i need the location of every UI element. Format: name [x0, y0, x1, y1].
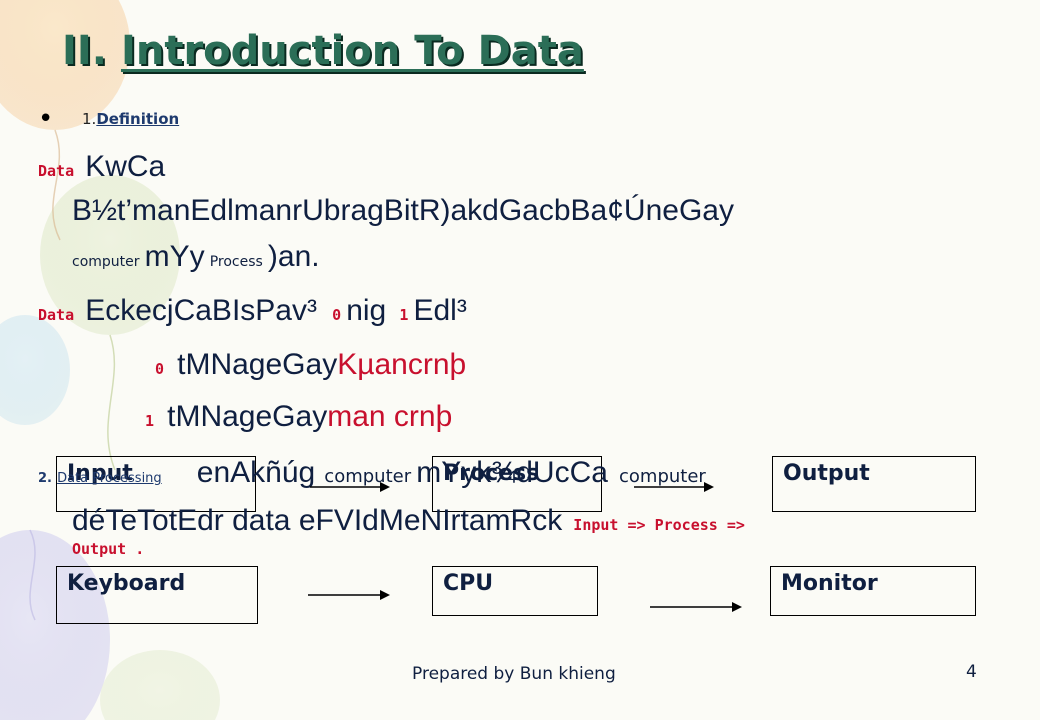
binary-text-a: EckecjCaBIsPav³	[85, 294, 317, 327]
input-label: Input	[67, 461, 133, 486]
data-processing-line2: déTeTotEdr data eFVIdMeNIrtamRck Input =…	[72, 504, 745, 538]
zero-text-b: Kµancrnþ	[337, 348, 467, 381]
arrow-input-to-process-icon	[310, 482, 390, 492]
zero-text-a: tMNageGay	[177, 348, 338, 381]
processing-computer-2: computer	[619, 466, 706, 487]
data-binary-line: Data EckecjCaBIsPav³ 0 nig 1 Edl³	[38, 294, 467, 328]
definition-text-2: B½t’manEdlmanrUbragBitR)akdGacbBa¢ÚneGay	[72, 194, 734, 227]
definition-heading: 1.Definition	[82, 110, 179, 128]
data-label-2: Data	[38, 306, 75, 324]
processing-output-text: Output .	[72, 540, 145, 558]
definition-text-3: mYy	[144, 240, 205, 273]
definition-text-4: )an.	[267, 240, 320, 273]
process-box: Process	[432, 456, 602, 512]
processing-link[interactable]: Data Processing	[57, 471, 162, 486]
monitor-box: Monitor	[770, 566, 976, 616]
definition-number: 1.	[82, 110, 97, 128]
title-text: Introduction To Data	[120, 28, 584, 74]
bullet-dot: •	[38, 104, 54, 134]
output-label: Output	[783, 461, 870, 486]
output-box: Output	[772, 456, 976, 512]
processing-flow-text: Input => Process =>	[573, 516, 745, 534]
keyboard-box: Keyboard	[56, 566, 258, 624]
cpu-label: CPU	[443, 571, 494, 596]
process-term: Process	[209, 254, 263, 270]
definition-text-1: KwCa	[85, 150, 166, 183]
page-number: 4	[966, 662, 977, 682]
binary-text-c: Edl³	[413, 294, 467, 327]
footer-text: Prepared by Bun khieng	[412, 664, 616, 684]
process-label: Process	[443, 461, 540, 486]
zero-label: 0	[155, 360, 165, 378]
processing-computer-1: computer	[324, 466, 412, 487]
one-label: 1	[145, 412, 155, 430]
binary-one: 1	[399, 306, 409, 324]
arrow-cpu-to-monitor-icon	[650, 602, 742, 612]
data-definition-line3: computer mYy Process )an.	[72, 240, 320, 274]
keyboard-label: Keyboard	[67, 571, 186, 596]
input-box: Input	[56, 456, 256, 512]
processing-text-c: mYyk¾dUcCa	[416, 456, 608, 489]
definition-link[interactable]: Definition	[96, 110, 180, 128]
data-definition-line1: Data KwCa	[38, 150, 165, 184]
monitor-label: Monitor	[781, 571, 878, 596]
processing-number: 2.	[38, 471, 52, 486]
data-label: Data	[38, 162, 75, 180]
cpu-box: CPU	[432, 566, 598, 616]
one-text-a: tMNageGay	[167, 400, 328, 433]
processing-text-a: enAkñúg	[196, 456, 316, 489]
data-processing-line1: 2. Data Processing enAkñúg computer mYyk…	[38, 456, 706, 490]
arrow-process-to-output-icon	[634, 482, 714, 492]
one-text-b: man crnþ	[327, 400, 453, 433]
processing-text-2a: déTeTotEdr data eFVIdMeNIrtamRck	[72, 504, 563, 537]
binary-text-b: nig	[346, 294, 387, 327]
zero-meaning-line: 0 tMNageGayKµancrnþ	[155, 348, 466, 382]
arrow-keyboard-to-cpu-icon	[308, 590, 390, 600]
computer-term: computer	[72, 254, 140, 270]
binary-zero: 0	[332, 306, 342, 324]
one-meaning-line: 1 tMNageGayman crnþ	[145, 400, 452, 434]
title-number: II.	[62, 28, 107, 74]
slide-title: II. Introduction To Data	[62, 28, 584, 74]
